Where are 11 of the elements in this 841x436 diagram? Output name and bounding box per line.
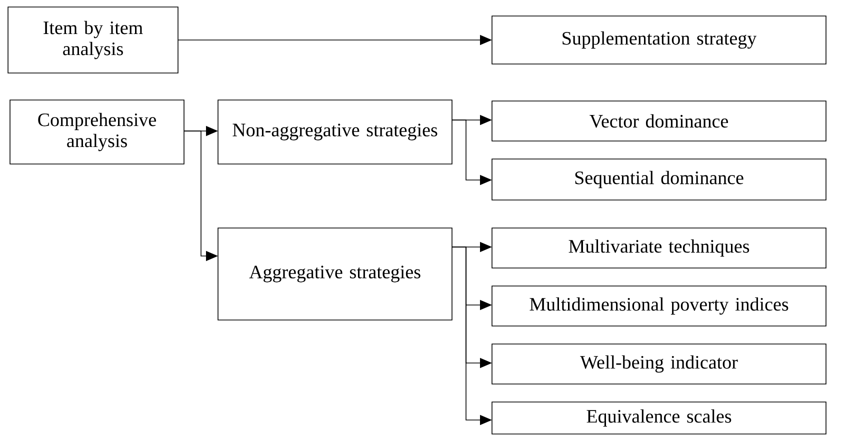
- box: Non-aggregative strategies: [218, 100, 452, 164]
- box: Vector dominance: [492, 100, 826, 142]
- box: Item by item analysis: [8, 6, 178, 74]
- box: Equivalence scales: [492, 402, 826, 434]
- box: Supplementation strategy: [492, 16, 826, 64]
- box: Multidimensional poverty indices: [492, 286, 826, 326]
- box: Aggregative strategies: [218, 228, 452, 320]
- box: Multivariate techniques: [492, 228, 826, 268]
- box: Well-being indicator: [492, 344, 826, 384]
- box: Sequential dominance: [492, 158, 826, 200]
- box: Comprehensive analysis: [10, 100, 184, 164]
